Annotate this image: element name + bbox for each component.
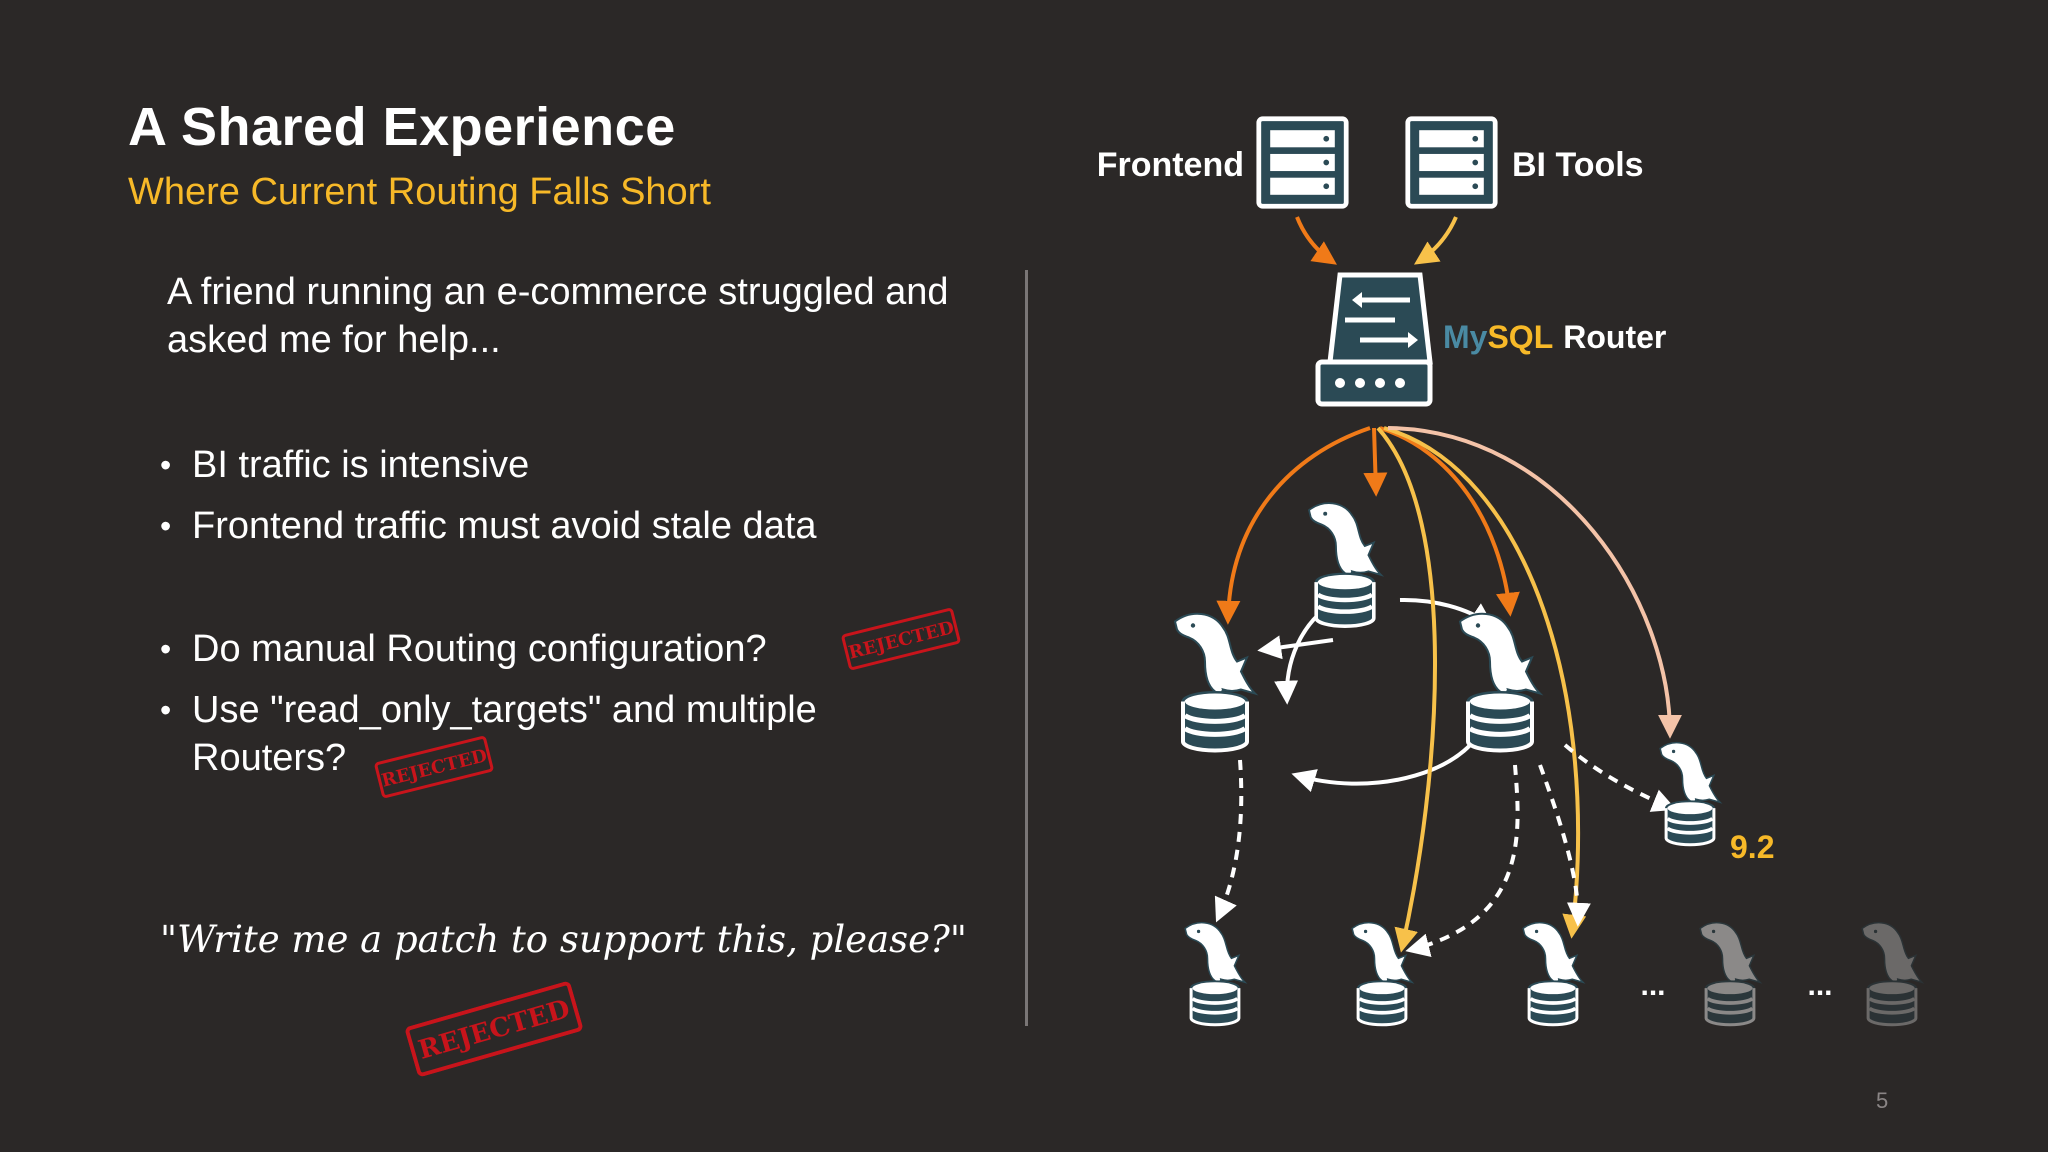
frontend-to-router-arrow bbox=[1295, 216, 1337, 265]
bi-tools-server-icon bbox=[1408, 119, 1495, 206]
bullet-dot: • bbox=[160, 447, 172, 483]
bullet-item: • Do manual Routing configuration? bbox=[160, 625, 952, 673]
bullet-text: Do manual Routing configuration? bbox=[192, 628, 767, 670]
router-new-version-arrow bbox=[1387, 426, 1682, 739]
router-primary-arrow bbox=[1216, 426, 1371, 625]
dolphin-database-icon bbox=[1175, 614, 1255, 751]
replication-arrow bbox=[1257, 635, 1334, 660]
bullet-dot: • bbox=[160, 508, 172, 544]
ellipsis-label: ... bbox=[1640, 969, 1665, 1002]
frontend-label: Frontend bbox=[1097, 146, 1244, 184]
router-icon bbox=[1315, 272, 1433, 407]
async-replication-arrow bbox=[1538, 764, 1591, 927]
bullet-text: Use "read_only_targets" and multiple Rou… bbox=[192, 689, 817, 779]
bullet-item: • Frontend traffic must avoid stale data bbox=[160, 502, 817, 550]
slide-subtitle: Where Current Routing Falls Short bbox=[128, 171, 711, 213]
bullet-item: • BI traffic is intensive bbox=[160, 441, 817, 489]
router-word: Router bbox=[1563, 319, 1666, 355]
dolphin-database-icon bbox=[1658, 740, 1722, 847]
router-primary-arrow bbox=[1379, 426, 1520, 617]
slide-title: A Shared Experience bbox=[128, 97, 676, 157]
dolphin-database-icon bbox=[1460, 614, 1540, 751]
version-label: 9.2 bbox=[1730, 829, 1774, 865]
bullet-list-traffic: • BI traffic is intensive • Frontend traff… bbox=[160, 441, 817, 563]
mysql-brand-my: My bbox=[1443, 319, 1488, 355]
dolphin-database-icon bbox=[1860, 920, 1924, 1027]
bullet-list-options: • Do manual Routing configuration? • Use "… bbox=[160, 625, 952, 795]
dolphin-database-icon bbox=[1521, 920, 1585, 1027]
bullet-dot: • bbox=[160, 692, 172, 728]
bullet-dot: • bbox=[160, 631, 172, 667]
async-replication-arrow bbox=[1405, 764, 1520, 957]
vertical-divider bbox=[1025, 270, 1028, 1026]
dolphin-database-icon bbox=[1183, 920, 1247, 1027]
async-replication-arrow bbox=[1563, 743, 1677, 812]
replication-arrow bbox=[1291, 719, 1487, 793]
router-bi-arrow bbox=[1383, 426, 1587, 939]
bi-to-router-arrow bbox=[1413, 216, 1458, 265]
async-replication-arrow bbox=[1214, 759, 1244, 923]
frontend-server-icon bbox=[1259, 119, 1346, 206]
bullet-item: • Use "read_only_targets" and multiple Ro… bbox=[160, 686, 952, 782]
mysql-router-label: MySQL Router bbox=[1443, 319, 1666, 355]
router-primary-arrow bbox=[1363, 427, 1388, 497]
mysql-brand-sql: SQL bbox=[1487, 319, 1553, 355]
dolphin-database-icon bbox=[1698, 920, 1762, 1027]
ellipsis-label: ... bbox=[1807, 969, 1832, 1002]
router-bi-arrow bbox=[1376, 426, 1437, 953]
bullet-text: BI traffic is intensive bbox=[192, 444, 530, 486]
intro-text: A friend running an e-commerce struggled… bbox=[167, 271, 949, 361]
quote-text: "Write me a patch to support this, pleas… bbox=[160, 918, 967, 961]
bi-tools-label: BI Tools bbox=[1512, 146, 1644, 184]
page-number: 5 bbox=[1876, 1088, 1889, 1113]
rejected-stamp: REJECTED bbox=[404, 980, 584, 1077]
dolphin-database-icon bbox=[1309, 503, 1381, 626]
bullet-text: Frontend traffic must avoid stale data bbox=[192, 505, 817, 547]
